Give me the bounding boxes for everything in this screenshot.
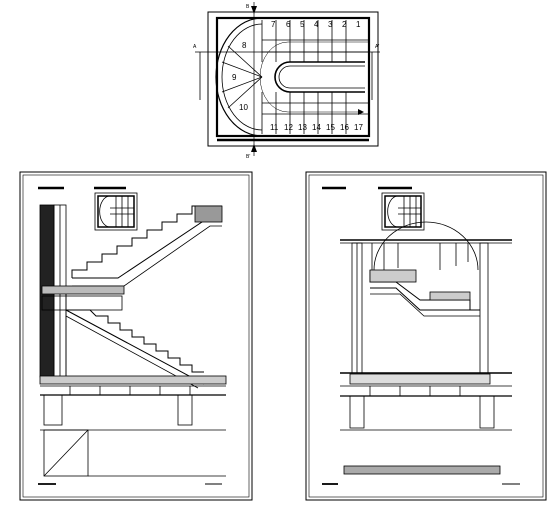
step-number-14: 14 (312, 123, 321, 132)
section-mark-a: A (193, 44, 197, 50)
stair-plan (195, 2, 380, 156)
section-b-sheet (305, 171, 547, 501)
step-number-1: 1 (356, 20, 361, 29)
step-number-11: 11 (270, 123, 279, 132)
step-number-2: 2 (342, 20, 347, 29)
section-mark-b: B (246, 4, 250, 10)
step-number-6: 6 (286, 20, 291, 29)
step-number-3: 3 (328, 20, 333, 29)
step-number-8: 8 (242, 41, 247, 50)
section-mark-b-prime: B' (246, 154, 250, 160)
section-mark-a-prime: A' (375, 44, 379, 50)
step-number-7: 7 (271, 20, 276, 29)
step-number-10: 10 (239, 103, 248, 112)
plan-section-marks: A A' B B' (193, 4, 379, 160)
step-number-12: 12 (284, 123, 293, 132)
step-number-17: 17 (354, 123, 363, 132)
section-a-sheet (19, 171, 253, 501)
step-number-15: 15 (326, 123, 335, 132)
plan-step-numbers: 7 6 5 4 3 2 1 8 9 10 11 12 13 14 15 16 1… (232, 20, 363, 132)
step-number-9: 9 (232, 73, 237, 82)
step-number-5: 5 (300, 20, 305, 29)
step-number-13: 13 (298, 123, 307, 132)
step-number-16: 16 (340, 123, 349, 132)
step-number-4: 4 (314, 20, 319, 29)
